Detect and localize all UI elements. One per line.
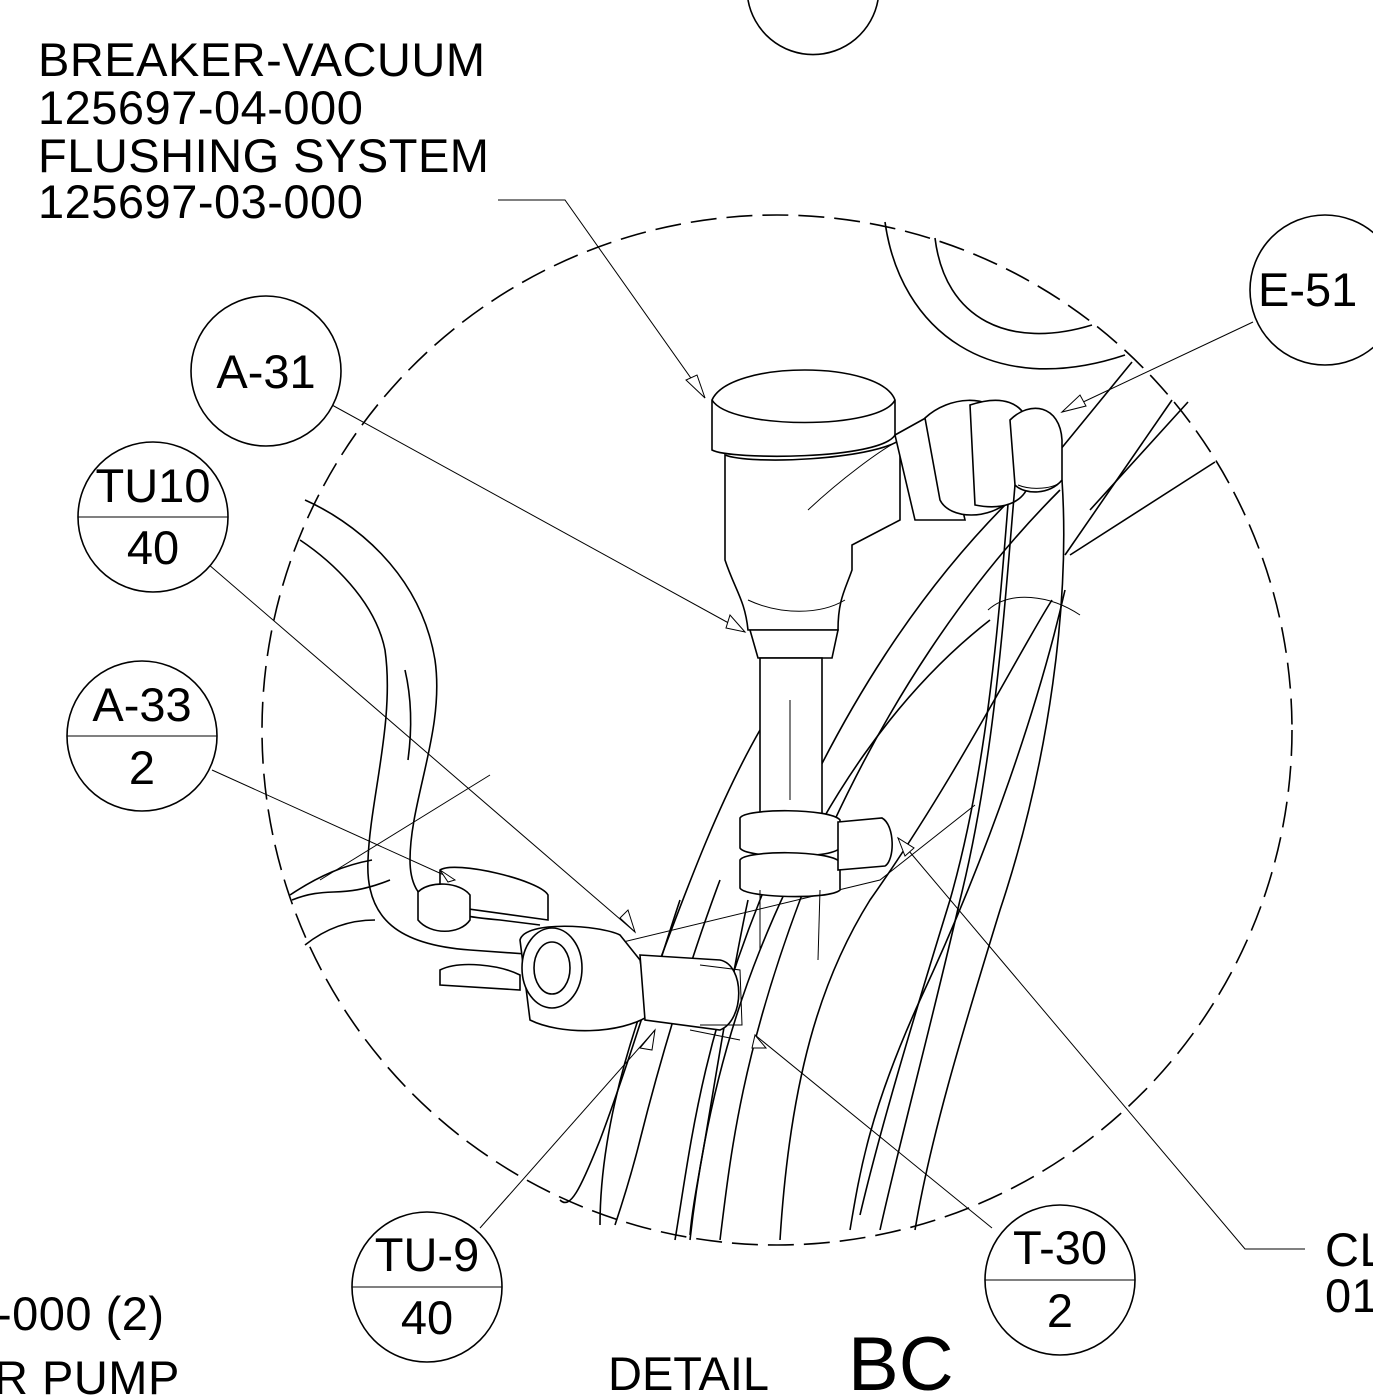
detail-title-id: BC xyxy=(848,1322,954,1396)
vacuum-breaker xyxy=(711,369,1063,659)
balloon-t-30: T-30 2 xyxy=(984,1204,1136,1356)
left-s-tube xyxy=(289,499,541,956)
balloon-a-33-bottom: 2 xyxy=(129,741,155,794)
balloon-tu-9: TU-9 40 xyxy=(351,1211,503,1363)
balloon-tu-9-top: TU-9 xyxy=(375,1228,479,1281)
elbow-hose xyxy=(879,479,1081,1231)
horizontal-fitting xyxy=(417,866,743,1041)
balloon-tu10: TU10 40 xyxy=(77,441,229,593)
section-line-right xyxy=(589,804,976,951)
part-note-line-4: 125697-03-000 xyxy=(38,175,363,228)
section-line-left xyxy=(319,774,491,881)
detail-title: DETAIL BC xyxy=(608,1322,954,1396)
part-note-line-3: FLUSHING SYSTEM xyxy=(38,129,489,182)
balloon-tu10-bottom: 40 xyxy=(127,521,179,574)
balloon-e-51: E-51 xyxy=(1249,214,1373,366)
detail-title-prefix: DETAIL xyxy=(608,1347,769,1396)
balloon-tu-9-bottom: 40 xyxy=(401,1291,453,1344)
balloon-a-31-label: A-31 xyxy=(216,345,315,398)
partial-note-right-1: CL xyxy=(1325,1223,1373,1276)
part-note: BREAKER-VACUUM 125697-04-000 FLUSHING SY… xyxy=(38,33,489,228)
balloon-e-51-label: E-51 xyxy=(1258,263,1357,316)
balloon-a-33: A-33 2 xyxy=(66,660,218,812)
partial-note-bottom-left-1: -000 (2) xyxy=(0,1287,165,1340)
leader-arrowheads xyxy=(439,374,1087,1051)
part-note-line-1: BREAKER-VACUUM xyxy=(38,33,485,86)
balloon-tu10-top: TU10 xyxy=(96,459,211,512)
top-partial-balloon xyxy=(747,0,879,56)
background-hoses xyxy=(559,221,1216,1241)
clamp xyxy=(739,809,893,961)
vertical-pipe xyxy=(759,657,823,829)
balloon-t-30-top: T-30 xyxy=(1013,1221,1107,1274)
detail-boundary-circle xyxy=(261,214,1293,1246)
part-note-line-2: 125697-04-000 xyxy=(38,81,363,134)
partial-note-right-2: 01 xyxy=(1325,1269,1373,1322)
balloon-a-33-top: A-33 xyxy=(92,678,191,731)
balloon-t-30-bottom: 2 xyxy=(1047,1284,1073,1337)
leader-lines xyxy=(207,199,1305,1250)
partial-note-bottom-left-2: R PUMP xyxy=(0,1351,180,1396)
balloon-a-31: A-31 xyxy=(190,295,342,447)
